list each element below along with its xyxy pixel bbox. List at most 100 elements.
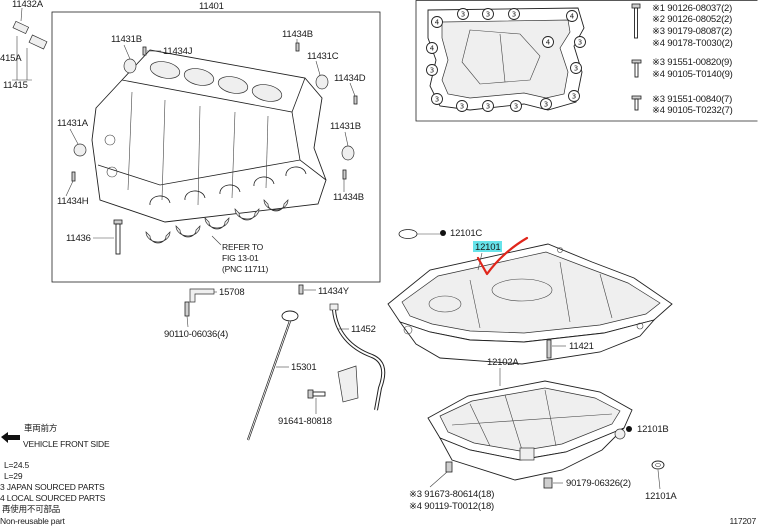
cylinder-bore-1 [149,61,181,79]
hole-marker: 3 [510,100,522,112]
callout-91673-80614[interactable]: ※3 91673-80614(18) [409,489,494,500]
oil-pan-12101-bolt-hole [403,325,413,335]
drain-gasket-12101a-hole [655,463,661,467]
callout-12101a[interactable]: 12101A [645,491,678,502]
fastener-row-5[interactable]: ※3 91551-00820(9) [652,57,732,68]
dipstick-guide-bracket-15708[interactable] [189,288,215,303]
hole-marker: 3 [540,98,552,110]
stud-11421[interactable] [546,339,552,359]
callout-12101c[interactable]: 12101C [450,228,483,239]
pan-top-view-feature [461,29,541,85]
bearing-cap-3[interactable] [204,217,230,230]
hole-marker-ring [540,98,552,110]
callout-11434d[interactable]: 11434D [334,73,366,84]
hole-marker-label: 3 [574,65,578,73]
fastener-row-7[interactable]: ※3 91551-00840(7) [652,94,732,105]
pin-11434y[interactable] [298,284,304,295]
fastener-row-2[interactable]: ※2 90126-08052(2) [652,14,732,25]
refer-note-line-3[interactable]: (PNC 11711) [222,264,269,274]
bolt-91641-80818-head[interactable] [307,389,314,399]
callout-11431a[interactable]: 11431A [57,118,89,129]
plug-11431c[interactable] [315,74,329,90]
bearing-cap-2[interactable] [175,225,201,238]
callout-90110-06036[interactable]: 90110-06036(4) [164,329,228,340]
oil-pan-12101-body[interactable] [398,319,656,365]
figure-number: 117207 [729,516,756,526]
leader-refer-note [211,235,222,246]
hole-marker: 3 [456,100,468,112]
hole-marker-label: 3 [544,101,548,109]
oil-pan-group: 12101C 12101 11421 12102A 12101B 90179-0… [387,228,678,512]
fastener-row-4[interactable]: ※4 90178-T0030(2) [652,38,733,49]
drain-plug-12101b[interactable] [614,428,626,440]
callout-11431b-top[interactable]: 11431B [111,34,142,45]
pin-11434d[interactable] [353,95,358,105]
pin-11434b-top[interactable] [295,42,300,52]
callout-15708[interactable]: 15708 [219,287,245,298]
block-corner-edge [291,111,301,161]
fitting-11415[interactable] [28,34,48,50]
bearing-cap-5[interactable] [263,199,289,212]
main-bearing-saddle [285,166,307,177]
plug-11432a[interactable] [12,20,30,35]
bolt-91673-80614[interactable] [445,461,453,473]
callout-11401[interactable]: 11401 [199,1,224,12]
refer-note-line-1[interactable]: REFER TO [222,242,264,252]
fastener-row-3[interactable]: ※3 90179-08087(2) [652,26,732,37]
bolt-91641-80818-shank[interactable] [312,391,326,397]
callout-415a[interactable]: 415A [0,53,22,64]
hole-marker: 3 [482,100,494,112]
hole-marker-label: 3 [486,103,490,111]
drain-gasket-12101a[interactable] [651,460,665,470]
fastener-box-frame [415,0,758,122]
callout-11431b-right[interactable]: 11431B [330,121,361,132]
callout-12101[interactable]: 12101 [475,242,501,253]
main-bearing-saddle [253,176,275,187]
pin-11434h[interactable] [71,171,76,182]
callout-11421[interactable]: 11421 [569,341,594,352]
callout-15301[interactable]: 15301 [291,362,317,373]
callout-90119-t0012[interactable]: ※4 90119-T0012(18) [409,501,494,512]
callout-11434y[interactable]: 11434Y [318,286,350,297]
hole-marker-ring [568,90,580,102]
oil-pan-12101-sump [428,295,462,313]
callout-11431c[interactable]: 11431C [307,51,339,62]
leader-11432a [20,7,23,22]
hole-marker-label: 4 [435,19,440,27]
hole-marker: 4 [542,36,554,48]
dipstick-handle[interactable] [281,310,299,322]
callout-90179-06326[interactable]: 90179-06326(2) [566,478,631,489]
plug-11431b-right[interactable] [341,145,355,161]
callout-11434j[interactable]: 11434J [163,46,193,57]
fastener-row-1[interactable]: ※1 90126-08037(2) [652,3,732,14]
pin-11434j[interactable] [142,46,147,56]
fastener-row-8[interactable]: ※4 90105-T0232(7) [652,105,733,116]
bolt-11436-head[interactable] [113,219,123,225]
oil-pan-no2-12102a-body[interactable] [439,427,625,481]
bolt-90179-06326[interactable] [543,477,553,489]
bearing-cap-1[interactable] [145,231,171,244]
callout-12101b[interactable]: 12101B [637,424,669,435]
callout-12102a[interactable]: 12102A [487,357,520,368]
oil-pan-12101-rib [469,279,481,329]
plug-11431a[interactable] [73,143,87,157]
pin-11434b-right[interactable] [342,169,347,180]
callout-11415[interactable]: 11415 [3,80,28,91]
callout-11434b-top[interactable]: 11434B [282,29,313,40]
plug-11431b-top[interactable] [123,58,137,74]
callout-11434b-right[interactable]: 11434B [333,192,364,203]
bearing-cap-4[interactable] [234,208,260,221]
fastener-row-6[interactable]: ※4 90105-T0140(9) [652,69,733,80]
cylinder-block-frame [51,11,381,283]
gasket-ring-12101c[interactable] [398,229,418,239]
oil-pan-no2-rib [504,394,523,451]
callout-91641-80818[interactable]: 91641-80818 [278,416,332,427]
callout-11432a[interactable]: 11432A [12,0,44,10]
callout-11452[interactable]: 11452 [351,324,376,335]
callout-11434h[interactable]: 11434H [57,196,89,207]
bolt-90110-06036[interactable] [184,301,190,317]
bolt-11436-shank[interactable] [115,223,121,255]
hole-marker-label: 3 [512,11,516,19]
callout-11436[interactable]: 11436 [66,233,91,244]
refer-note-line-2[interactable]: FIG 13-01 [222,253,259,263]
